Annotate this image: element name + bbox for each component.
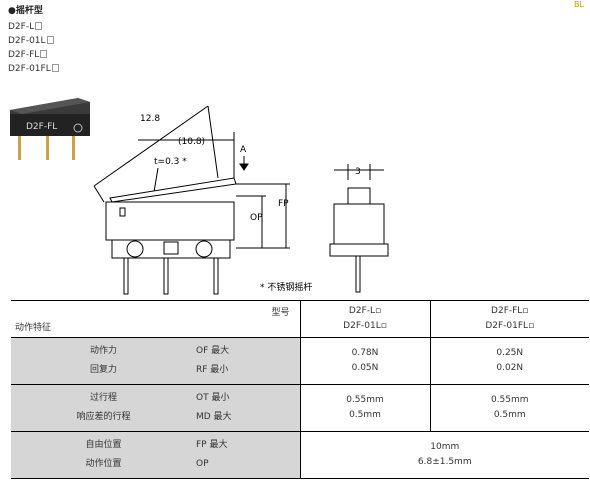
- table-row: 自由位置 动作位置 FP 最大 OP 10mm 6.8±1.5mm: [11, 431, 589, 479]
- table-row: 动作力 回复力 OF 最大 RF 最小 0.78N 0.05N 0.25N 0.…: [11, 337, 589, 385]
- dim-lever: 12.8: [140, 114, 160, 124]
- label-op: OP: [250, 213, 263, 223]
- note-steel-lever: * 不锈钢摇杆: [260, 281, 312, 293]
- table-header-cell: 动作特征 型号: [11, 300, 300, 338]
- switch-photo-label: D2F-FL: [26, 122, 57, 132]
- table-row: 过行程 响应差的行程 OT 最小 MD 最大 0.55mm 0.5mm 0.55…: [11, 384, 589, 432]
- column-header-1: D2F-L▫ D2F-01L▫: [299, 300, 430, 338]
- dim-lever-inner: (10.8): [178, 137, 205, 147]
- model-label: D2F-L: [8, 22, 43, 33]
- label-a: A: [240, 145, 247, 155]
- model-label: D2F-01FL: [8, 64, 59, 75]
- corner-mark: BL: [574, 0, 584, 9]
- dim-width: 3: [355, 167, 361, 177]
- spec-table: 动作特征 型号 D2F-L▫ D2F-01L▫ D2F-FL▫ D2F-01FL…: [11, 300, 589, 479]
- model-label: D2F-FL: [8, 50, 48, 61]
- header-left: 动作特征: [15, 323, 52, 333]
- dimension-drawing: 12.8 (10.8) t=0.3 * A OP FP 3 * 不锈钢摇杆: [93, 105, 389, 295]
- section-title: ●摇杆型: [8, 6, 43, 16]
- column-header-2: D2F-FL▫ D2F-01FL▫: [429, 300, 589, 338]
- label-fp: FP: [278, 199, 289, 209]
- switch-photo: D2F-FL: [10, 98, 90, 160]
- header-right: 型号: [271, 308, 290, 318]
- dim-thickness: t=0.3 *: [154, 157, 187, 167]
- model-label: D2F-01L: [8, 36, 54, 47]
